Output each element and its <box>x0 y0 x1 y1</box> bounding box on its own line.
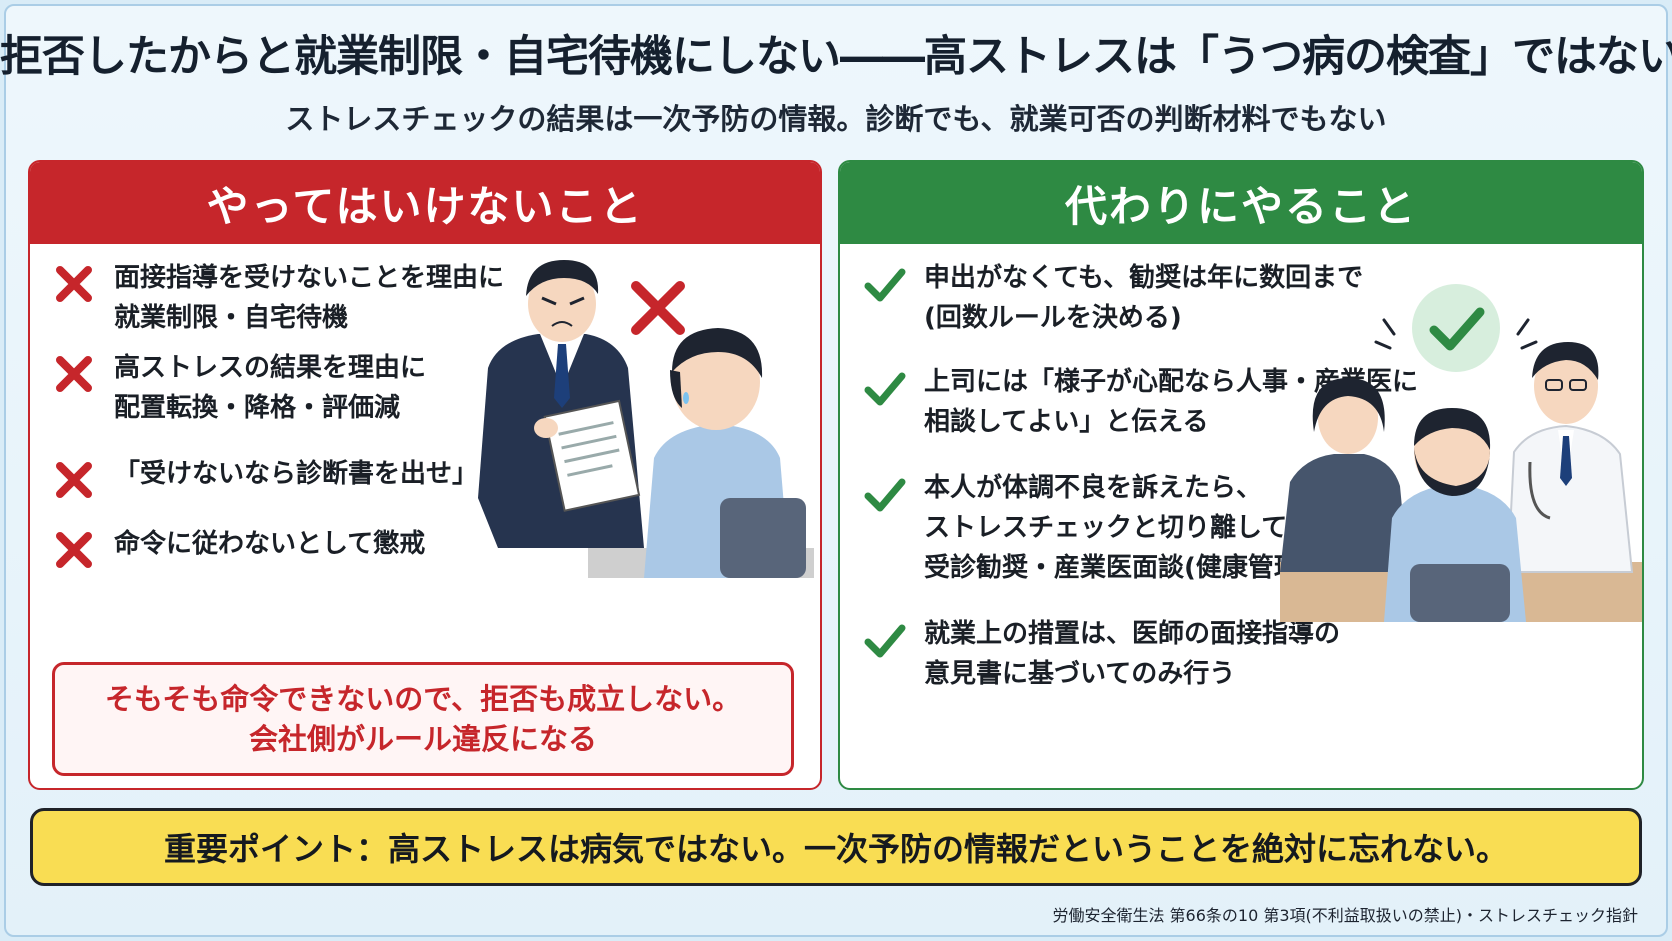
do-panel-heading: 代わりにやること <box>840 162 1642 244</box>
dont-conclusion-box: そもそも命令できないので、拒否も成立しない。 会社側がルール違反になる <box>52 662 794 776</box>
page-title: 拒否したからと就業制限・自宅待機にしない――高ストレスは「うつ病の検査」ではない <box>0 32 1672 82</box>
dont-item-text: 高ストレスの結果を理由に 配置転換・降格・評価減 <box>114 353 427 423</box>
dont-panel-heading: やってはいけないこと <box>30 162 820 244</box>
cross-icon <box>56 356 92 392</box>
check-icon <box>864 372 906 406</box>
dont-conclusion-line2: 会社側がルール違反になる <box>248 722 597 756</box>
dont-conclusion-line1: そもそも命令できないので、拒否も成立しない。 <box>104 682 742 716</box>
cross-icon <box>56 532 92 568</box>
do-panel: 代わりにやること 申出がなくても、勧奨は年に数回まで (回数ルールを決める) 上… <box>838 160 1644 790</box>
dont-item: 高ストレスの結果を理由に 配置転換・降格・評価減 <box>52 348 426 428</box>
consultation-illustration <box>1280 284 1642 622</box>
dont-item-text: 命令に従わないとして懲戒 <box>114 529 426 559</box>
cross-icon <box>56 266 92 302</box>
do-item-text: 就業上の措置は、医師の面接指導の 意見書に基づいてのみ行う <box>924 619 1341 689</box>
check-icon <box>864 478 906 512</box>
dont-item-text: 面接指導を受けないことを理由に 就業制限・自宅待機 <box>114 263 505 333</box>
dont-item: 面接指導を受けないことを理由に 就業制限・自宅待機 <box>52 258 504 338</box>
dont-panel: やってはいけないこと 面接指導を受けないことを理由に 就業制限・自宅待機 高スト… <box>28 160 822 790</box>
key-point-banner: 重要ポイント：高ストレスは病気ではない。一次予防の情報だということを絶対に忘れな… <box>30 808 1642 886</box>
legal-reference-footnote: 労働安全衛生法 第66条の10 第3項(不利益取扱いの禁止)・ストレスチェック指… <box>1052 906 1638 925</box>
do-item: 就業上の措置は、医師の面接指導の 意見書に基づいてのみ行う <box>862 614 1340 694</box>
check-icon <box>864 624 906 658</box>
cross-icon <box>56 462 92 498</box>
dont-item: 命令に従わないとして懲戒 <box>52 524 425 572</box>
boss-pressuring-employee-illustration <box>478 260 814 578</box>
do-item: 申出がなくても、勧奨は年に数回まで (回数ルールを決める) <box>862 258 1363 338</box>
do-item-text: 申出がなくても、勧奨は年に数回まで (回数ルールを決める) <box>924 263 1364 333</box>
check-icon <box>864 268 906 302</box>
page-subtitle: ストレスチェックの結果は一次予防の情報。診断でも、就業可否の判断材料でもない <box>285 102 1387 136</box>
